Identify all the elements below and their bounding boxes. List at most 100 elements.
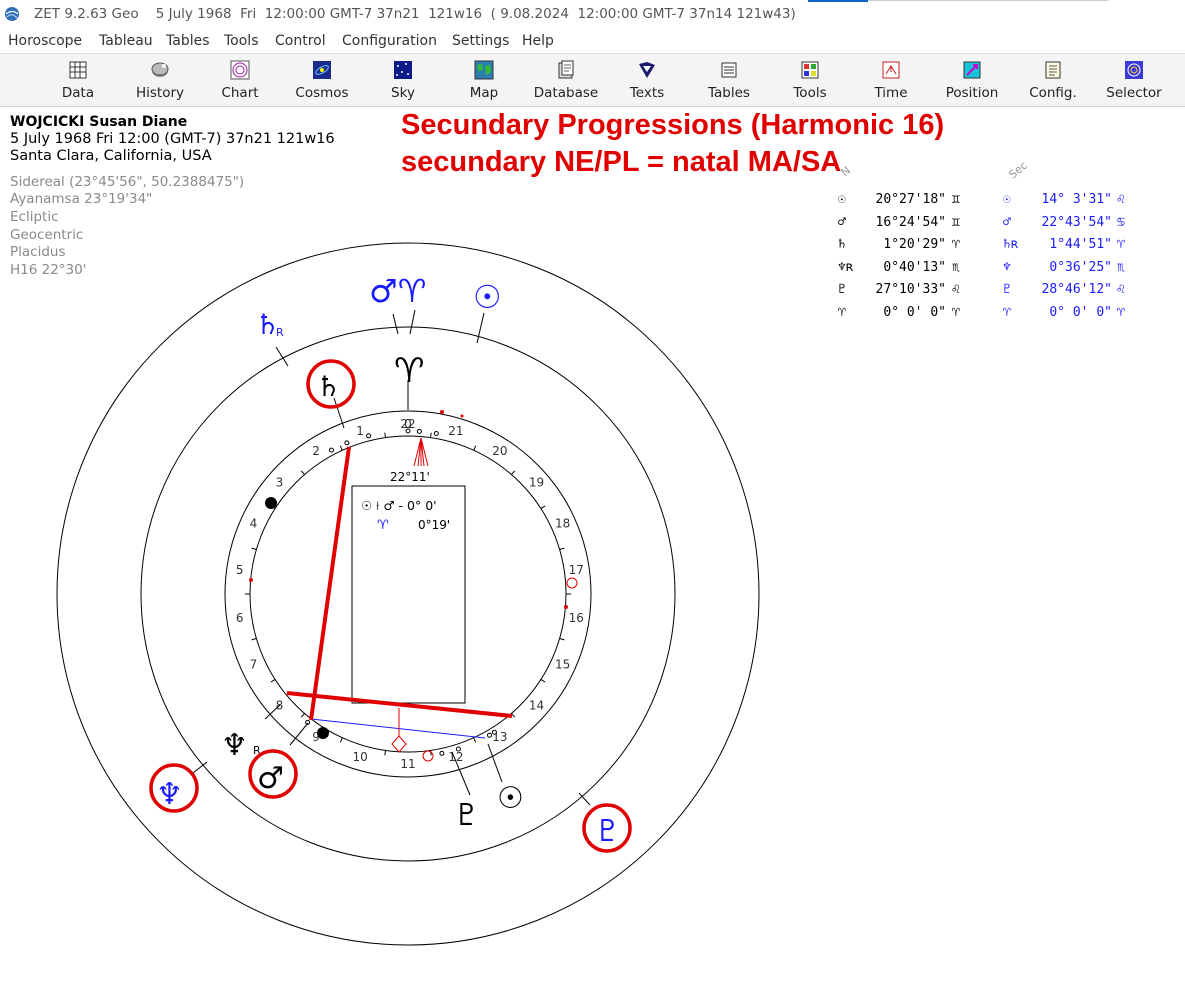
setting-center: Geocentric	[10, 227, 84, 243]
menu-tables[interactable]: Tables	[166, 33, 210, 49]
title-divider	[868, 0, 1108, 1]
toolbar: Data History Chart Cosmos Sky Map Databa…	[0, 53, 1185, 107]
planet-position-marker	[455, 746, 461, 752]
sec-planet-glyph: ♆	[1003, 260, 1011, 275]
toolbar-tables-button[interactable]: Tables	[689, 56, 769, 104]
zero-degree-label: 0	[404, 417, 412, 431]
house-tick	[473, 737, 477, 743]
house-tick	[339, 445, 343, 451]
house-number-label: 22	[400, 417, 415, 431]
toolbar-label: Tools	[793, 85, 827, 101]
planet-position-marker	[487, 732, 492, 738]
sky-stars-icon	[394, 61, 412, 79]
sec-position-value: 28°46'12"	[1042, 282, 1112, 297]
menu-tools[interactable]: Tools	[224, 33, 259, 49]
house-tick	[270, 678, 276, 683]
sec-planet-glyph: ♂	[1003, 215, 1011, 230]
natal-position-value: 27°10'33"	[876, 282, 946, 297]
toolbar-tools-button[interactable]: Tools	[770, 56, 850, 104]
natal-sun-glyph: ☉	[497, 781, 524, 816]
toolbar-label: Cosmos	[295, 85, 349, 101]
house-tick	[559, 547, 565, 550]
house-number-label: 21	[448, 424, 463, 438]
planet-position-marker	[491, 729, 497, 735]
natal-position-value: 0°40'13"	[876, 260, 946, 275]
natal-mars-glyph: ♂	[257, 761, 284, 796]
house-number-label: 15	[555, 658, 570, 672]
toolbar-data-button[interactable]: Data	[38, 56, 118, 104]
toolbar-position-button[interactable]: Position	[932, 56, 1012, 104]
toolbar-texts-button[interactable]: Texts	[607, 56, 687, 104]
house-number-label: 17	[569, 563, 584, 577]
house-tick	[251, 547, 257, 550]
house-tick	[511, 470, 516, 475]
saturn-leader	[333, 397, 345, 429]
menu-help[interactable]: Help	[522, 33, 554, 49]
menu-control[interactable]: Control	[275, 33, 326, 49]
toolbar-label: Sky	[391, 85, 415, 101]
sec-aries-leader	[409, 309, 416, 335]
house-number-label: 2	[312, 444, 320, 458]
house-tick	[251, 638, 257, 641]
sec-position-value: 0°36'25"	[1042, 260, 1112, 275]
natal-sign-glyph: ♊	[952, 215, 960, 230]
house-tick	[339, 737, 343, 743]
sec-saturn-leader	[275, 346, 289, 367]
planet-position-marker	[305, 719, 311, 725]
toolbar-cosmos-button[interactable]: Cosmos	[282, 56, 362, 104]
red-midpoint-marker	[391, 708, 407, 753]
toolbar-label: Database	[533, 85, 599, 101]
middle-ring	[140, 326, 676, 862]
ascendant-degree: 22°11'	[390, 470, 430, 484]
house-tick	[300, 713, 305, 718]
toolbar-selector-button[interactable]: Selector	[1094, 56, 1174, 104]
highlight-natal-saturn	[306, 359, 356, 409]
toolbar-history-button[interactable]: History	[120, 56, 200, 104]
house-tick	[473, 445, 477, 451]
red-dot	[440, 410, 444, 414]
toolbar-label: History	[135, 85, 185, 101]
setting-harmonic: H16 22°30'	[10, 262, 87, 278]
chart-wheel-icon	[230, 60, 250, 80]
mars-leader	[289, 722, 309, 746]
house-tick	[540, 678, 546, 683]
selector-icon	[1125, 61, 1143, 79]
menu-tableau[interactable]: Tableau	[99, 33, 153, 49]
natal-sign-glyph: ♈	[952, 237, 960, 252]
toolbar-database-button[interactable]: Database	[526, 56, 606, 104]
sec-position-value: 0° 0' 0"	[1042, 305, 1112, 320]
toolbar-label: Position	[945, 85, 999, 101]
sec-pluto-glyph: ♇	[594, 814, 621, 849]
menu-settings[interactable]: Settings	[452, 33, 510, 49]
time-icon	[882, 61, 900, 79]
toolbar-map-button[interactable]: Map	[444, 56, 524, 104]
toolbar-sky-button[interactable]: Sky	[363, 56, 443, 104]
house-number-label: 16	[569, 611, 584, 625]
sun-leader	[487, 743, 503, 783]
sec-neptune-leader	[192, 761, 208, 774]
sec-position-value: 22°43'54"	[1042, 215, 1112, 230]
app-globe-icon[interactable]	[4, 6, 20, 22]
aspect-line-1: ☉ ⟊ ♂ - 0° 0'	[361, 498, 437, 513]
toolbar-label: Tables	[708, 85, 750, 101]
sec-sign-glyph: ♌	[1117, 192, 1125, 207]
toolbar-chart-button[interactable]: Chart	[200, 56, 280, 104]
house-number-label: 14	[529, 698, 544, 712]
natal-sign-glyph: ♏	[952, 260, 960, 275]
outer-ring	[56, 242, 760, 946]
toolbar-label: Chart	[221, 85, 259, 101]
toolbar-config-button[interactable]: Config.	[1013, 56, 1093, 104]
menu-bar: Horoscope Tableau Tables Tools Control C…	[0, 30, 1185, 52]
menu-configuration[interactable]: Configuration	[342, 33, 437, 49]
sec-planet-glyph: ♈	[1003, 305, 1011, 320]
cosmos-icon	[313, 61, 331, 79]
sec-sign-glyph: ♈	[1117, 237, 1125, 252]
natal-position-value: 16°24'54"	[876, 215, 946, 230]
sec-mars-aries-glyph: ♂♈	[369, 272, 426, 310]
headline-title: Secundary Progressions (Harmonic 16)	[401, 109, 945, 141]
menu-horoscope[interactable]: Horoscope	[8, 33, 83, 49]
toolbar-time-button[interactable]: Time	[851, 56, 931, 104]
natal-planet-glyph: ♂	[838, 215, 846, 230]
setting-house-system: Placidus	[10, 244, 66, 260]
